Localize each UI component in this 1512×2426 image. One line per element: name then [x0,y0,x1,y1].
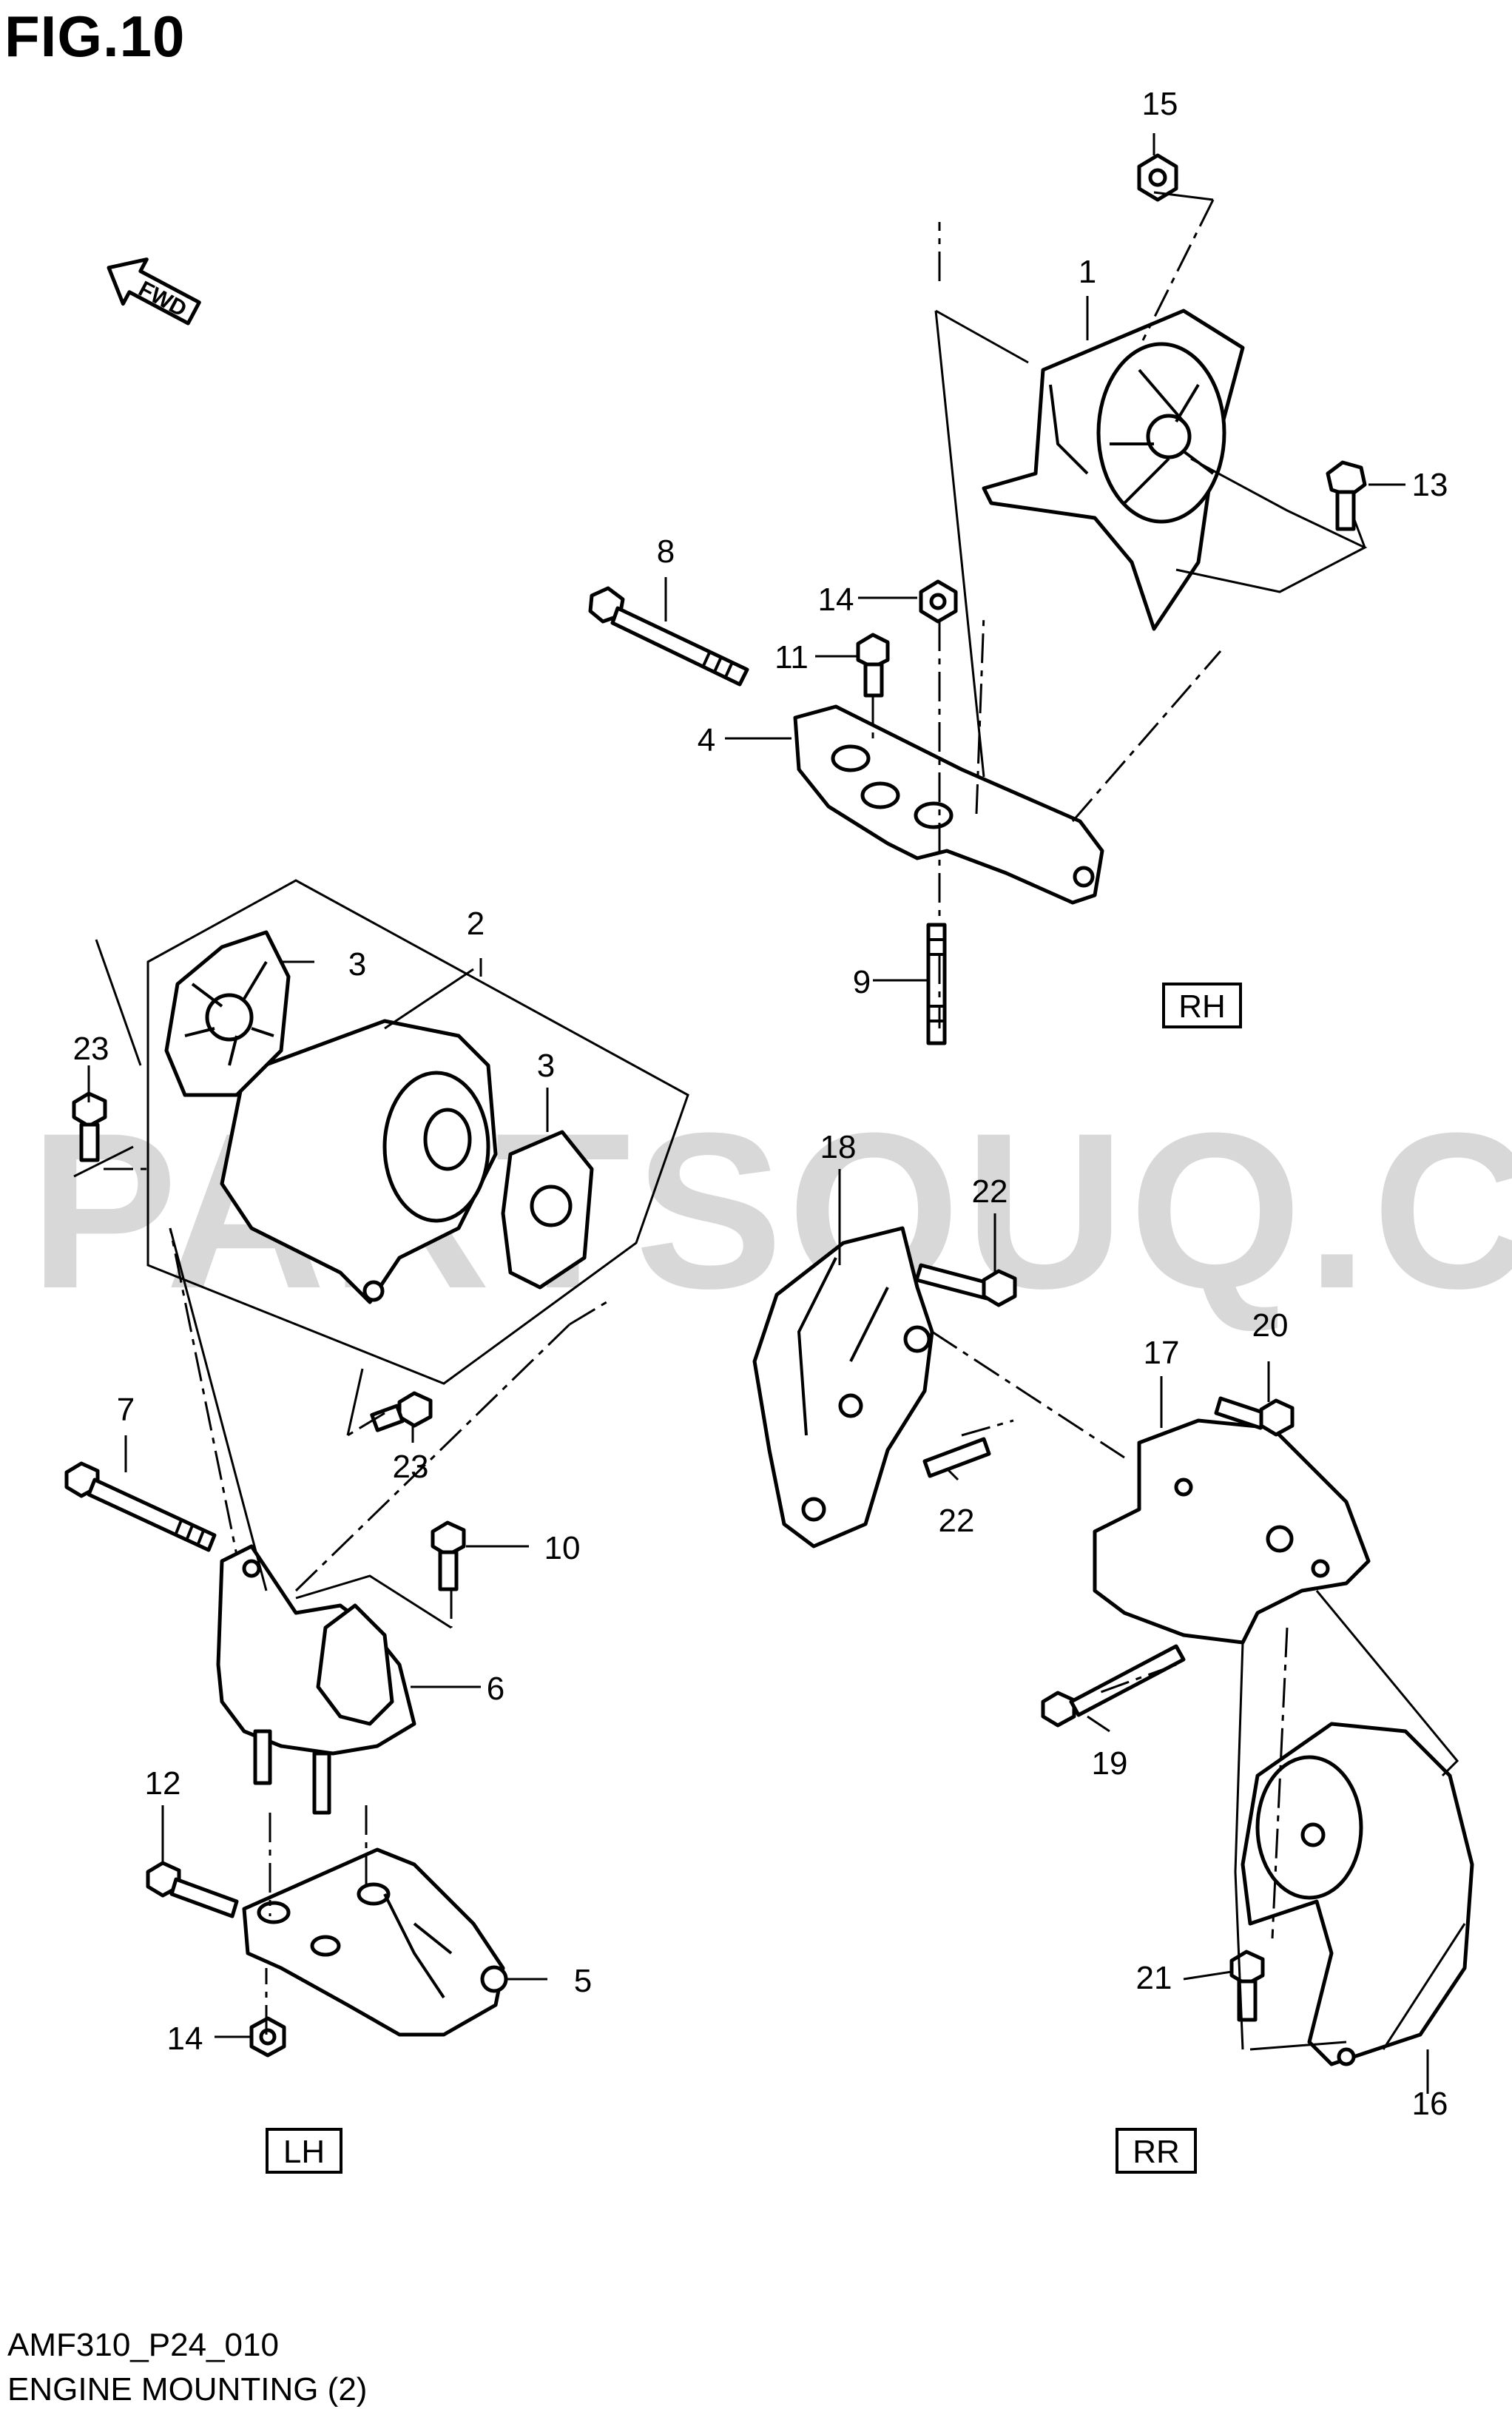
callout-22-upper: 22 [972,1173,1008,1210]
part-15-nut [1137,153,1178,202]
part-18-bracket [752,1226,934,1549]
lh-dash-lines [104,1167,607,1628]
part-1-rh-mount [982,309,1245,631]
part-13-bolt [1326,460,1367,531]
part-22-bolt-lower [922,1437,991,1478]
fwd-arrow-icon: FWD [107,257,201,326]
part-16-mount [1241,1722,1474,2066]
callout-1: 1 [1079,254,1096,290]
lh-lower-dash-lines [265,1589,453,2035]
callout-22-lower: 22 [939,1503,975,1539]
callout-3-lower: 3 [537,1048,555,1084]
callout-12: 12 [145,1765,181,1802]
callout-23-upper: 23 [73,1031,109,1067]
part-12-bolt [146,1861,239,1918]
lh-lower-frame-lines [169,1227,452,1629]
callout-14-rh: 14 [818,582,854,618]
callout-11: 11 [774,639,809,675]
callout-7: 7 [117,1392,135,1428]
part-21-bolt [1229,1950,1265,2022]
figure-caption: ENGINE MOUNTING (2) [7,2371,368,2408]
part-5-bracket [242,1847,508,2037]
part-17-bracket [1093,1418,1371,1645]
rr-frame-lines [1234,1590,1466,2051]
view-label-lh-text: LH [283,2134,325,2170]
callout-4: 4 [698,722,715,758]
callout-23-lower: 23 [393,1449,429,1485]
callout-5: 5 [574,1963,592,1999]
view-label-rh: RH [1162,983,1242,1028]
part-3-disc-lower [501,1130,594,1290]
callout-18: 18 [820,1129,857,1165]
callout-2: 2 [467,906,485,942]
figure-code: AMF310_P24_010 [7,2327,279,2363]
callout-19: 19 [1092,1745,1128,1782]
part-4-bracket [793,704,1104,905]
part-14-nut-rh [919,579,958,624]
callout-15: 15 [1142,86,1178,122]
callout-9: 9 [853,964,871,1000]
view-label-lh: LH [266,2128,342,2174]
part-19-bolt [1041,1644,1186,1728]
callout-17: 17 [1144,1335,1180,1371]
callout-10: 10 [544,1530,581,1566]
part-2-mount [220,1019,498,1304]
callout-20: 20 [1252,1307,1289,1344]
part-10-bolt [431,1520,466,1591]
rh-assembly-lines [934,191,1368,778]
callout-14-lh: 14 [167,2021,203,2057]
callout-16: 16 [1412,2086,1448,2122]
rh-dash-lines [871,199,1222,1028]
part-8-bolt [588,586,749,687]
callout-3-upper: 3 [348,946,366,983]
part-11-bolt [856,633,890,698]
lh-frame-lines [73,939,364,1436]
part-14-nut-lh [249,2016,286,2058]
part-7-bolt [64,1461,217,1552]
callout-21: 21 [1136,1960,1172,1996]
view-label-rr: RR [1116,2128,1197,2174]
view-label-rr-text: RR [1133,2134,1180,2170]
callout-leaders [87,133,1429,2094]
part-22-bolt-upper [914,1263,1017,1307]
figure-title: FIG.10 [4,4,186,69]
rr-dash-lines [931,1330,1289,1939]
part-23-bolt-lower [370,1391,433,1432]
part-23-bolt-upper [72,1091,107,1162]
part-3-disc-upper [164,930,291,1097]
part-9-stud [926,923,947,1045]
callout-6: 6 [487,1671,504,1707]
part-6-bracket [216,1544,416,1815]
callout-13: 13 [1412,467,1448,503]
callout-8: 8 [657,533,675,570]
part-20-bolt [1214,1396,1295,1437]
view-label-rh-text: RH [1178,988,1226,1025]
part-2-frame [146,879,689,1385]
